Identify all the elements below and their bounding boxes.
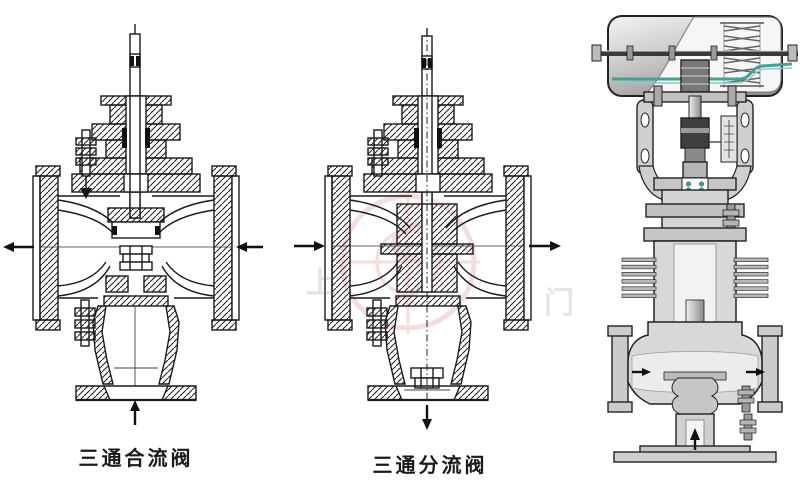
diaphragm-line (612, 62, 793, 81)
bonnet-assembly (79, 95, 193, 219)
plug-and-seat (105, 207, 167, 293)
bonnet-collar (682, 161, 708, 179)
bottom-flange (75, 385, 197, 402)
body-passages (57, 195, 215, 299)
flow-arrows (632, 368, 765, 450)
figure-diverting-valve (294, 28, 561, 430)
flow-arrow-left-in (294, 241, 325, 251)
flow-arrow-bottom-in (130, 400, 140, 425)
stem-coupling (680, 117, 710, 163)
heat-fins (621, 257, 769, 298)
flow-arrow-bottom-in (690, 428, 700, 450)
bowl-bolt (366, 299, 388, 347)
caption-diverting-valve: 三通分流阀 (372, 455, 488, 477)
figure-actuated-valve (591, 15, 798, 463)
flow-arrow-left-in (632, 368, 651, 376)
gland-bolt (367, 129, 389, 177)
diaphragm-flange-bolts (591, 44, 798, 62)
pneumatic-actuator-dome (591, 15, 798, 107)
left-flange (32, 165, 61, 331)
flow-arrows (3, 242, 263, 425)
bottom-flange (367, 385, 489, 402)
bowl-bolt (74, 299, 96, 347)
lower-bowl (92, 295, 180, 386)
caption-merging-valve: 三通合流阀 (78, 448, 194, 470)
right-flange (503, 165, 532, 331)
flow-arrow-right-in (236, 242, 263, 252)
left-flange (324, 165, 353, 331)
flow-arrow-bottom-out (422, 405, 432, 430)
actuator-stem-block (680, 59, 710, 93)
travel-indicator-scale (701, 115, 738, 163)
right-flange (211, 165, 240, 331)
lower-bowl (384, 295, 472, 391)
valve-plug (671, 377, 719, 415)
flow-arrow-right-out (529, 241, 561, 251)
flow-arrow-right-out (746, 368, 765, 376)
figure-merging-valve (3, 24, 263, 425)
actuator-springs (720, 22, 764, 88)
three-way-body (607, 321, 783, 463)
flow-arrow-left-out (3, 242, 34, 252)
flow-arrows (294, 241, 561, 430)
